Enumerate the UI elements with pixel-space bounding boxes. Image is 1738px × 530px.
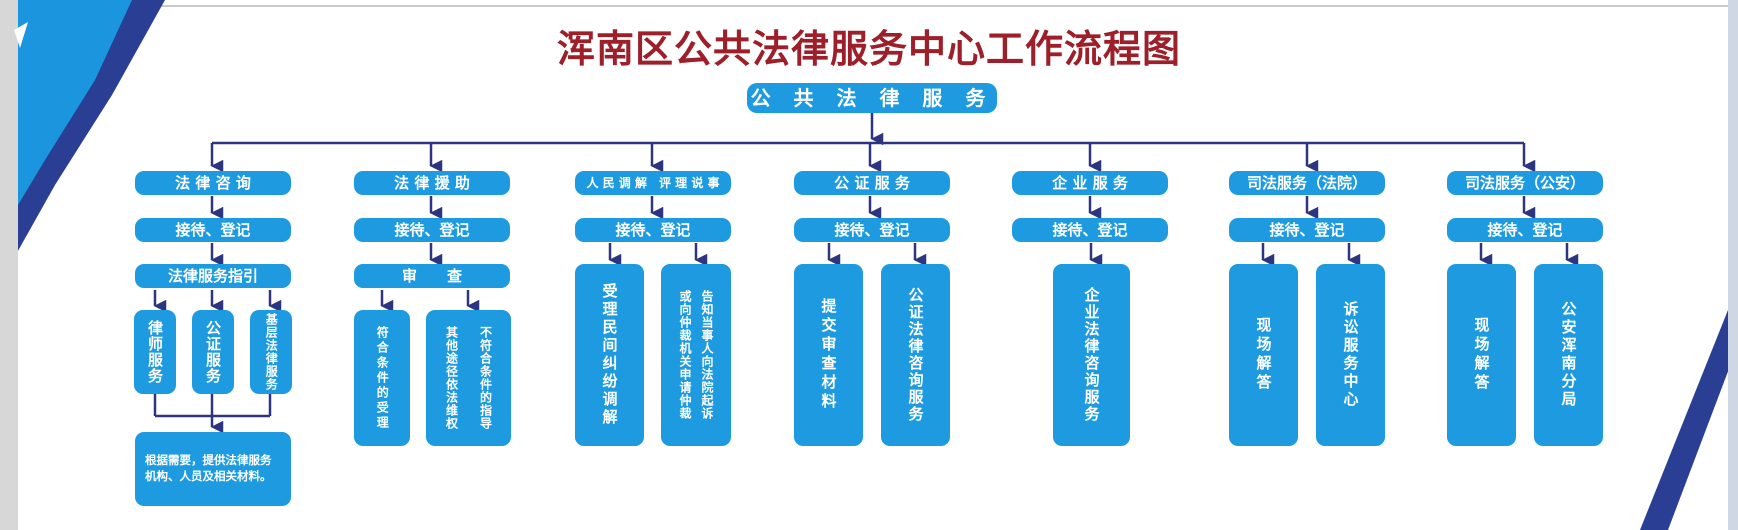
col4-header: 公 证 服 务 [794, 171, 950, 195]
col5-item-consult: 企业法律咨询服务 [1053, 264, 1130, 446]
col1-reception: 接待、登记 [135, 218, 291, 242]
col1-step: 法律服务指引 [135, 264, 291, 288]
col3-item-mediation: 受理民间纠纷调解 [575, 264, 644, 446]
col2-item-other-routes: 其他途径依法维权 [444, 326, 459, 430]
col7-reception: 接待、登记 [1447, 218, 1603, 242]
col1-item-lawyer: 律师服务 [134, 310, 176, 394]
col2-item-not-accepted: 不符合条件的指导 [478, 326, 493, 430]
col4-item-submit: 提交审查材料 [794, 264, 863, 446]
col3-item-court: 告知当事人向法院起诉 [700, 290, 714, 420]
col2-item-pair: 其他途径依法维权 不符合条件的指导 [426, 310, 511, 446]
page-title: 浑南区公共法律服务中心工作流程图 [556, 27, 1181, 71]
col3-reception: 接待、登记 [575, 218, 731, 242]
col2-reception: 接待、登记 [354, 218, 510, 242]
deco-left-edge [0, 0, 18, 530]
col2-step: 审 查 [354, 264, 510, 288]
col4-reception: 接待、登记 [794, 218, 950, 242]
deco-right-edge [1728, 0, 1738, 530]
col6-item-onsite: 现场解答 [1229, 264, 1298, 446]
col5-reception: 接待、登记 [1012, 218, 1168, 242]
col5-header: 企 业 服 务 [1012, 171, 1168, 195]
deco-left-accent [14, 22, 28, 48]
deco-left-light [0, 0, 132, 235]
col1-note: 根据需要，提供法律服务机构、人员及相关材料。 [135, 432, 291, 506]
col3-header: 人 民 调 解 评 理 说 事 [575, 171, 731, 195]
col7-item-police: 公安浑南分局 [1534, 264, 1603, 446]
deco-right-light [1668, 345, 1738, 530]
col6-item-litigation: 诉讼服务中心 [1316, 264, 1385, 446]
col3-item-pair: 或向仲裁机关申请仲裁 告知当事人向法院起诉 [661, 264, 731, 446]
col6-header: 司法服务（法院） [1229, 171, 1385, 195]
col7-header: 司法服务（公安） [1447, 171, 1603, 195]
col7-item-onsite: 现场解答 [1447, 264, 1516, 446]
col2-item-accepted: 符合条件的受理 [354, 310, 410, 446]
root-node: 公 共 法 律 服 务 [747, 83, 997, 113]
col4-item-consult: 公证法律咨询服务 [881, 264, 950, 446]
col6-reception: 接待、登记 [1229, 218, 1385, 242]
col1-header: 法 律 咨 询 [135, 171, 291, 195]
col1-item-grassroots: 基层法律服务 [250, 310, 292, 394]
col3-item-arbitration: 或向仲裁机关申请仲裁 [678, 290, 692, 420]
col1-item-notary: 公证服务 [192, 310, 234, 394]
col2-header: 法 律 援 助 [354, 171, 510, 195]
